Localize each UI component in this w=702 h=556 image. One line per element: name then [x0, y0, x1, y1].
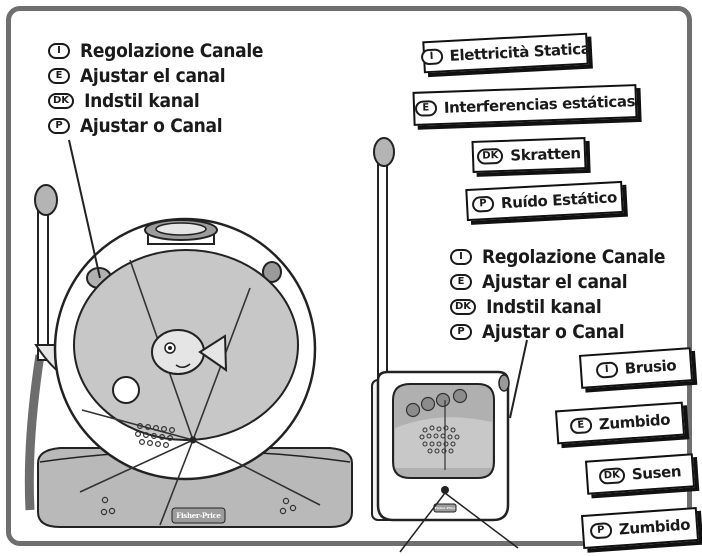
tag-text: Elettricità Statica	[449, 39, 591, 65]
small-fisher-price-logo: Fisher-Price	[434, 504, 456, 512]
language-badge: P	[589, 521, 613, 540]
channel-label-text: Indstil kanal	[486, 295, 602, 318]
language-badge: P	[48, 117, 70, 134]
language-badge: I	[420, 48, 444, 66]
language-badge: E	[569, 416, 593, 435]
language-badge: P	[450, 323, 472, 340]
channel-label-item: P Ajustar o Canal	[450, 319, 665, 344]
tag-text: Skratten	[510, 144, 581, 165]
channel-label-text: Ajustar el canal	[80, 64, 226, 87]
language-badge: I	[48, 42, 70, 59]
channel-label-text: Ajustar o Canal	[80, 114, 223, 137]
logo-plate	[171, 507, 226, 524]
tag-text: Brusio	[624, 356, 677, 378]
parent-unit-illustration	[24, 184, 353, 528]
channel-label-item: I Regolazione Canale	[450, 244, 666, 269]
tag-text: Zumbido	[598, 410, 671, 434]
language-badge: E	[450, 273, 472, 290]
channel-label-item: I Regolazione Canale	[48, 38, 264, 63]
channel-label-item: E Ajustar el canal	[450, 269, 665, 294]
language-badge: DK	[598, 467, 626, 485]
language-badge: DK	[48, 92, 75, 109]
language-badge: DK	[477, 147, 504, 165]
channel-label-item: P Ajustar o Canal	[48, 113, 263, 138]
small-logo-text: Fisher-Price	[434, 506, 456, 510]
language-badge: E	[48, 67, 70, 84]
language-badge: E	[414, 100, 438, 117]
channel-label-item: E Ajustar el canal	[48, 63, 263, 88]
callout-line-left	[68, 139, 101, 279]
channel-label-item: DK Indstil kanal	[48, 88, 263, 113]
logo-text: Fisher-Price	[176, 511, 221, 520]
channel-label-list-left: I Regolazione Canale E Ajustar el canal DK…	[48, 38, 264, 138]
callout-line-bottom-left	[399, 492, 446, 553]
page-frame	[6, 6, 692, 546]
callout-line-bottom-right	[444, 492, 519, 549]
static-tag-danish: DK Skratten	[471, 137, 587, 173]
fish-icon	[151, 329, 228, 375]
channel-label-item: DK Indstil kanal	[450, 294, 665, 319]
channel-label-text: Ajustar el canal	[482, 270, 628, 293]
channel-label-text: Regolazione Canale	[482, 245, 666, 268]
callout-line-right	[509, 339, 528, 419]
baby-unit-illustration	[371, 137, 510, 522]
tag-text: Zumbido	[618, 515, 691, 539]
channel-label-text: Ajustar o Canal	[482, 320, 625, 343]
language-badge: I	[595, 361, 619, 379]
channel-label-text: Indstil kanal	[84, 89, 200, 112]
language-badge: I	[450, 248, 472, 265]
tag-text: Interferencias estáticas	[443, 92, 636, 117]
language-badge: P	[471, 195, 495, 213]
fisher-price-logo: Fisher-Price	[172, 508, 225, 523]
tag-text: Ruído Estático	[500, 188, 618, 213]
tag-text: Susen	[631, 462, 682, 484]
language-badge: DK	[450, 298, 477, 315]
channel-label-list-right: I Regolazione Canale E Ajustar el canal DK…	[450, 244, 666, 344]
channel-label-text: Regolazione Canale	[80, 39, 264, 62]
